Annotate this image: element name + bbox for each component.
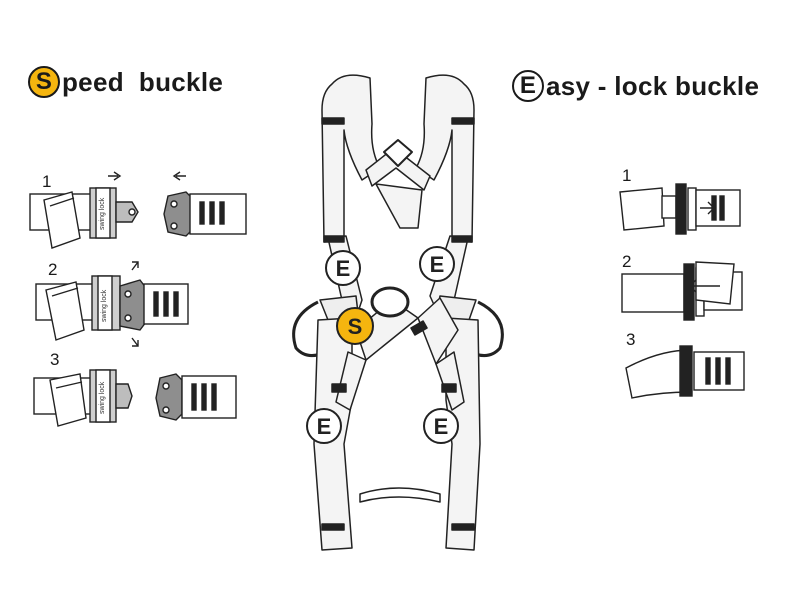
- speed-step-2: 2: [48, 260, 58, 279]
- speed-buckle-heading: S peed buckle: [28, 66, 223, 98]
- easy-step-2: 2: [622, 252, 632, 271]
- easy-step-1-illustration: [619, 183, 741, 235]
- speed-badge: S: [28, 66, 60, 98]
- easy-marker-chest-left-letter: E: [336, 256, 351, 281]
- speed-step-3: 3: [50, 350, 60, 369]
- speed-buckle-text-3: swing lock: [99, 381, 106, 414]
- harness-markers: E E S E E: [306, 246, 459, 444]
- speed-step-1: 1: [42, 172, 52, 191]
- speed-marker-letter: S: [348, 314, 363, 339]
- speed-buckle-text-2: swing lock: [101, 289, 108, 322]
- easy-lock-heading: E asy - lock buckle: [512, 70, 759, 102]
- easy-marker-chest-right: E: [419, 246, 455, 282]
- harness: [292, 74, 504, 551]
- easy-marker-leg-left-letter: E: [317, 414, 332, 439]
- speed-step-3-illustration: swing lock: [33, 369, 237, 427]
- easy-marker-leg-left: E: [306, 408, 342, 444]
- speed-buckle-text-1: swing lock: [99, 197, 106, 230]
- easy-marker-leg-right-letter: E: [434, 414, 449, 439]
- easy-marker-leg-right: E: [423, 408, 459, 444]
- easy-step-3-illustration: [625, 345, 745, 399]
- easy-step-2-illustration: [621, 261, 743, 321]
- easy-marker-chest-left: E: [325, 250, 361, 286]
- easy-badge: E: [512, 70, 544, 102]
- speed-step-2-illustration: swing lock: [35, 261, 189, 347]
- speed-marker-center: S: [336, 307, 374, 345]
- speed-heading-text: peed buckle: [62, 66, 224, 97]
- easy-step-1: 1: [622, 166, 632, 185]
- easy-marker-chest-right-letter: E: [430, 252, 445, 277]
- easy-heading-text: asy - lock buckle: [546, 70, 760, 101]
- speed-step-1-illustration: swing lock: [29, 171, 247, 249]
- easy-step-3: 3: [626, 330, 636, 349]
